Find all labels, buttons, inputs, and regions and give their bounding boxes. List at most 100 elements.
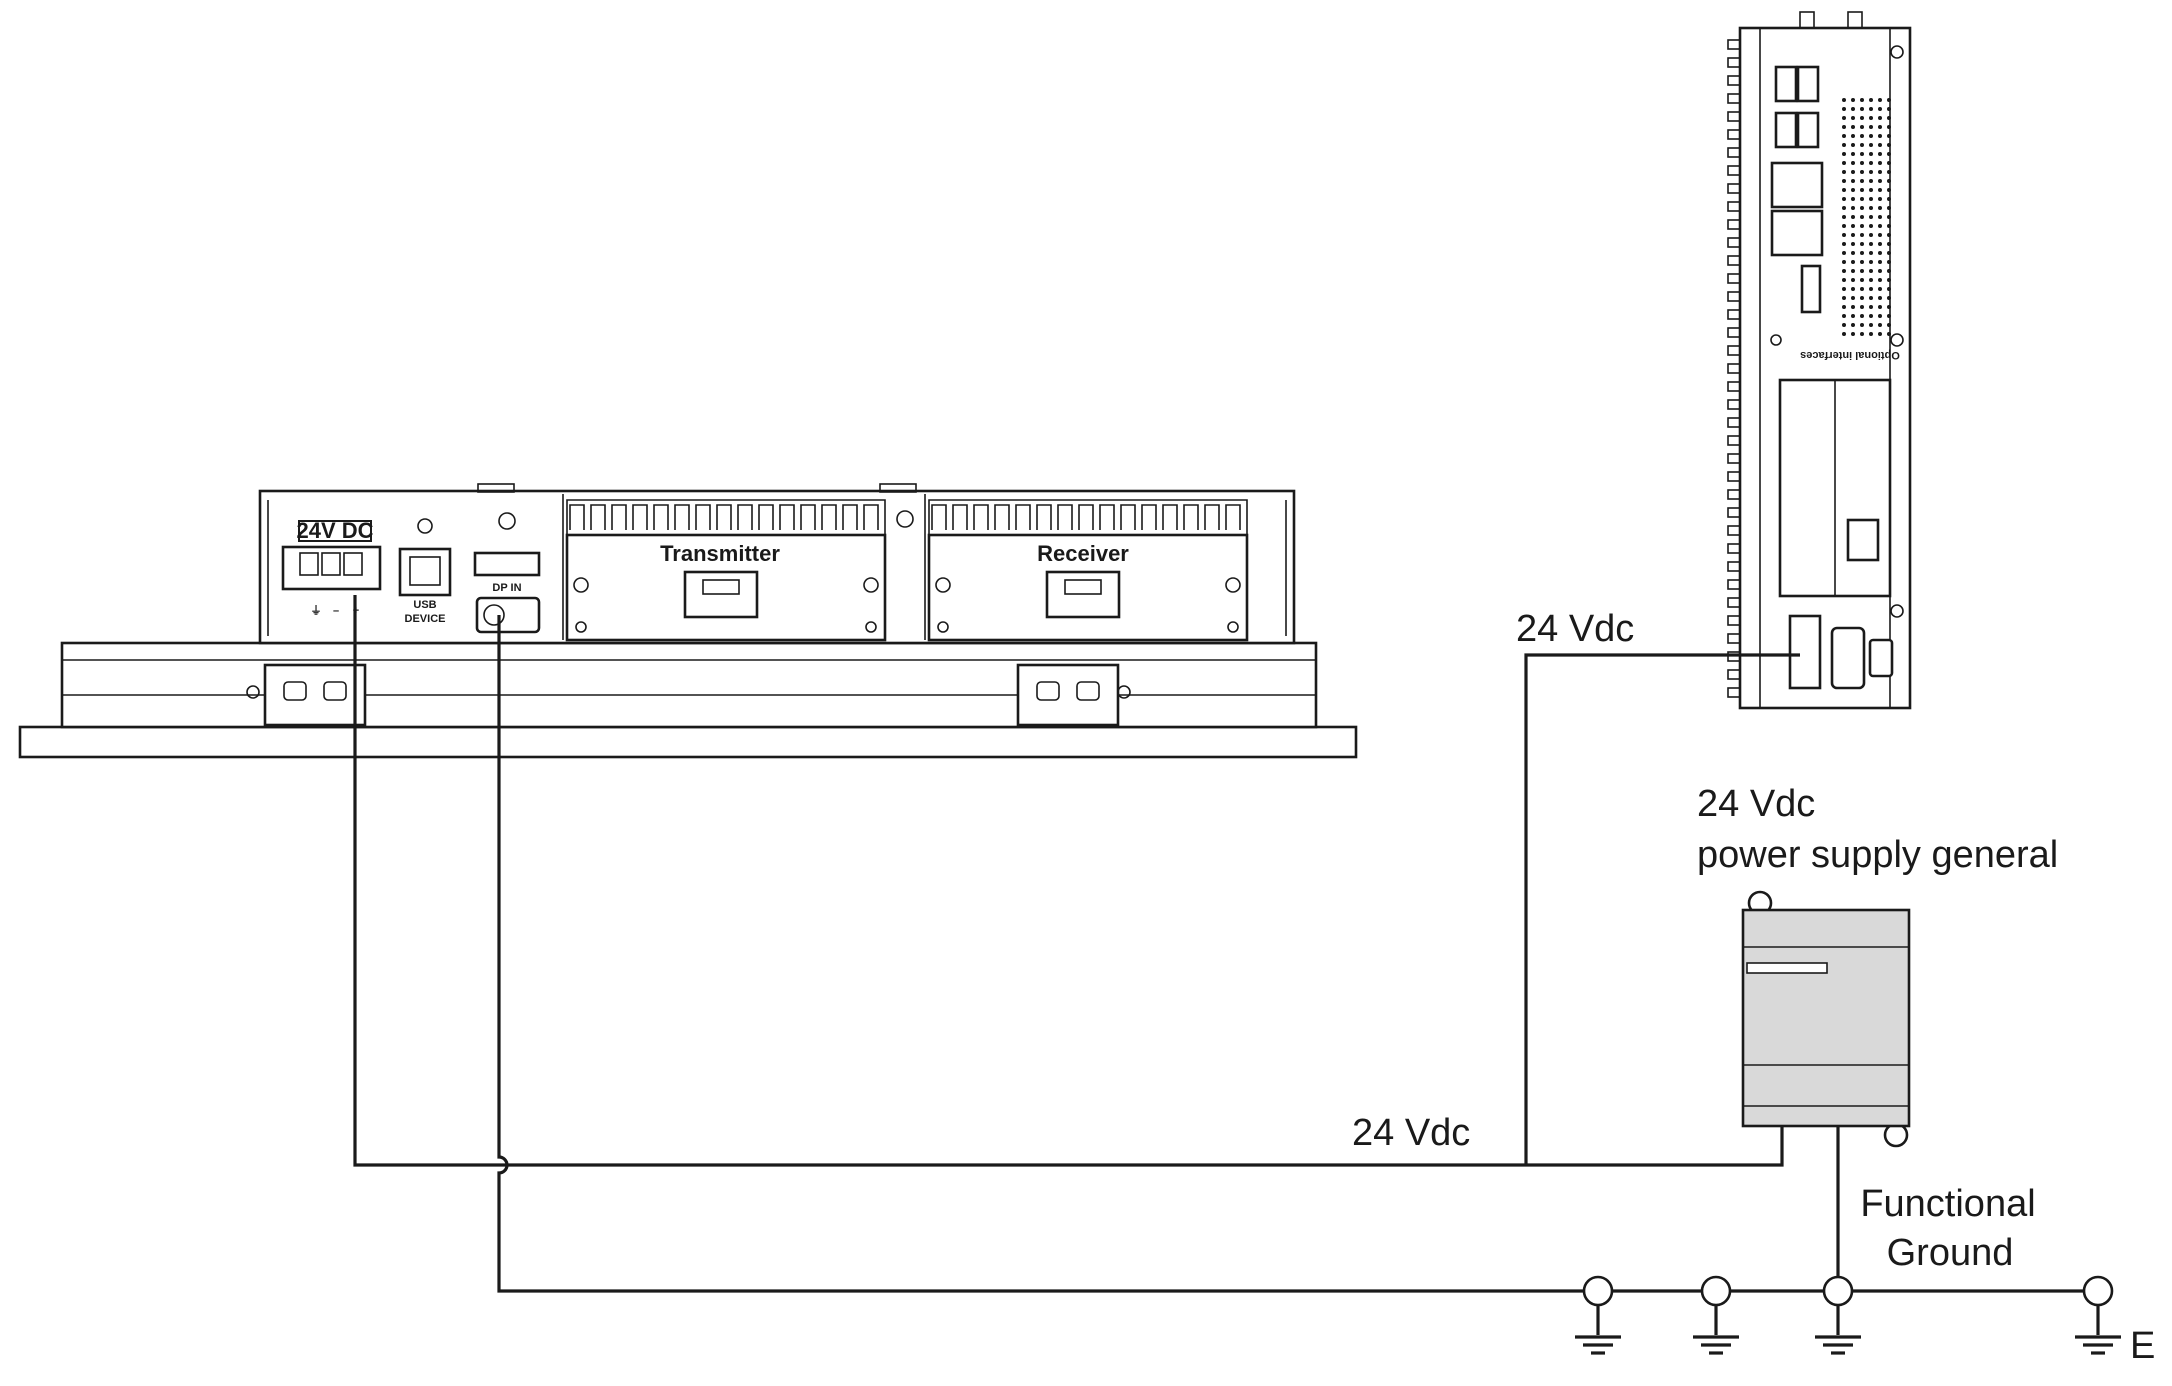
vent-hole — [1869, 233, 1873, 237]
fin — [1727, 75, 1741, 86]
fin — [1727, 327, 1741, 338]
vent-hole — [1878, 170, 1882, 174]
vent-hole — [1860, 260, 1864, 264]
vent-hole — [1842, 260, 1846, 264]
vent-hole — [1887, 143, 1891, 147]
panel-device: 24V DC ⏚ – + USB DEVICE DP IN Transmitte… — [18, 483, 1358, 759]
fin — [1727, 165, 1741, 176]
vent-hole — [1842, 233, 1846, 237]
wire-functional-ground — [497, 615, 2098, 1293]
vent-hole — [1878, 296, 1882, 300]
vent-hole — [1851, 107, 1855, 111]
ground-symbol — [1693, 1275, 1739, 1355]
vent-hole — [1842, 107, 1846, 111]
vent-hole — [1842, 332, 1846, 336]
fin — [737, 504, 753, 530]
fin — [1727, 399, 1741, 410]
vent-hole — [1869, 98, 1873, 102]
power-pin-ground: ⏚ — [311, 604, 322, 617]
box-pc-ground-terminal — [1868, 638, 1894, 678]
vent-hole — [1887, 161, 1891, 165]
fin — [1727, 291, 1741, 302]
vent-hole — [1860, 287, 1864, 291]
vent-hole — [1878, 179, 1882, 183]
vent-hole — [1887, 287, 1891, 291]
vent-hole — [1851, 98, 1855, 102]
fin — [863, 504, 879, 530]
vent-hole — [1869, 296, 1873, 300]
fin — [1727, 453, 1741, 464]
fin — [1727, 39, 1741, 50]
vent-hole — [1869, 287, 1873, 291]
vent-hole — [1869, 125, 1873, 129]
vent-hole — [1869, 179, 1873, 183]
ground-symbol — [1575, 1275, 1621, 1355]
fin — [1727, 255, 1741, 266]
vent-hole — [1887, 197, 1891, 201]
mount-clip-right — [1016, 663, 1120, 727]
power-supply-indicator — [1746, 962, 1828, 974]
vent-hole — [1860, 332, 1864, 336]
vent-hole — [1860, 152, 1864, 156]
vent-hole — [1860, 269, 1864, 273]
fin — [1727, 129, 1741, 140]
vent-hole — [1860, 215, 1864, 219]
fin — [653, 504, 669, 530]
dp-in-label: DP IN — [492, 582, 521, 594]
fin — [1727, 363, 1741, 374]
vent-hole — [1887, 296, 1891, 300]
vent-hole — [1851, 161, 1855, 165]
fin — [695, 504, 711, 530]
vent-hole — [1878, 125, 1882, 129]
fin — [1057, 504, 1073, 530]
vent-hole — [1878, 215, 1882, 219]
vent-hole — [1860, 179, 1864, 183]
box-pc-eth-1 — [1770, 161, 1824, 209]
vent-hole — [1869, 215, 1873, 219]
transmitter-label: Transmitter — [660, 541, 780, 566]
fin — [674, 504, 690, 530]
label-24vdc-bus: 24 Vdc — [1352, 1112, 1470, 1154]
fin — [1727, 489, 1741, 500]
usb-device-port — [398, 547, 452, 597]
ground-symbol — [1815, 1275, 1861, 1355]
fin — [1727, 633, 1741, 644]
fin — [1727, 93, 1741, 104]
fin — [1727, 57, 1741, 68]
fin — [1727, 237, 1741, 248]
vent-hole — [1869, 197, 1873, 201]
vent-hole — [1842, 224, 1846, 228]
vent-hole — [1851, 197, 1855, 201]
fin — [1120, 504, 1136, 530]
vent-hole — [1851, 269, 1855, 273]
fin — [1225, 504, 1241, 530]
vent-hole — [1869, 251, 1873, 255]
vent-hole — [1851, 260, 1855, 264]
vent-hole — [1851, 242, 1855, 246]
vent-hole — [1878, 332, 1882, 336]
vent-hole — [1842, 125, 1846, 129]
vent-hole — [1851, 251, 1855, 255]
fin — [569, 504, 585, 530]
vent-hole — [1851, 278, 1855, 282]
vent-hole — [1860, 233, 1864, 237]
vent-hole — [1851, 215, 1855, 219]
vent-hole — [1842, 152, 1846, 156]
vent-hole — [1842, 296, 1846, 300]
vent-hole — [1851, 170, 1855, 174]
vent-hole — [1878, 98, 1882, 102]
vent-hole — [1887, 134, 1891, 138]
wire-24v-box-pc — [1524, 653, 1800, 1165]
vent-hole — [1860, 242, 1864, 246]
fin — [994, 504, 1010, 530]
vent-hole — [1887, 269, 1891, 273]
vent-hole — [1851, 125, 1855, 129]
vent-hole — [1869, 170, 1873, 174]
label-psu-name: power supply general — [1697, 834, 2058, 876]
fin — [1141, 504, 1157, 530]
vent-hole — [1851, 206, 1855, 210]
vent-hole — [1878, 188, 1882, 192]
vent-hole — [1869, 134, 1873, 138]
vent-hole — [1842, 98, 1846, 102]
box-pc-serial-port — [1830, 626, 1866, 690]
